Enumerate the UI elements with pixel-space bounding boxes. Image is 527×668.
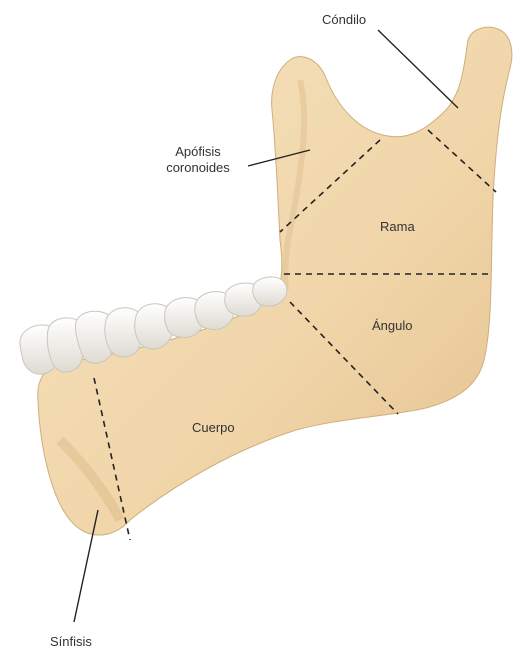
rama-label: Rama: [380, 219, 415, 235]
condilo-label: Cóndilo: [322, 12, 366, 28]
cuerpo-label: Cuerpo: [192, 420, 235, 436]
apofisis-label-line2: coronoides: [150, 160, 246, 176]
sinfisis-label: Sínfisis: [50, 634, 92, 650]
condilo-leader: [378, 30, 458, 108]
apofisis-label-line1: Apófisis: [150, 144, 246, 160]
angulo-label: Ángulo: [372, 318, 412, 334]
tooth: [253, 277, 287, 306]
apofisis-coronoides-label: Apófisis coronoides: [150, 144, 246, 176]
